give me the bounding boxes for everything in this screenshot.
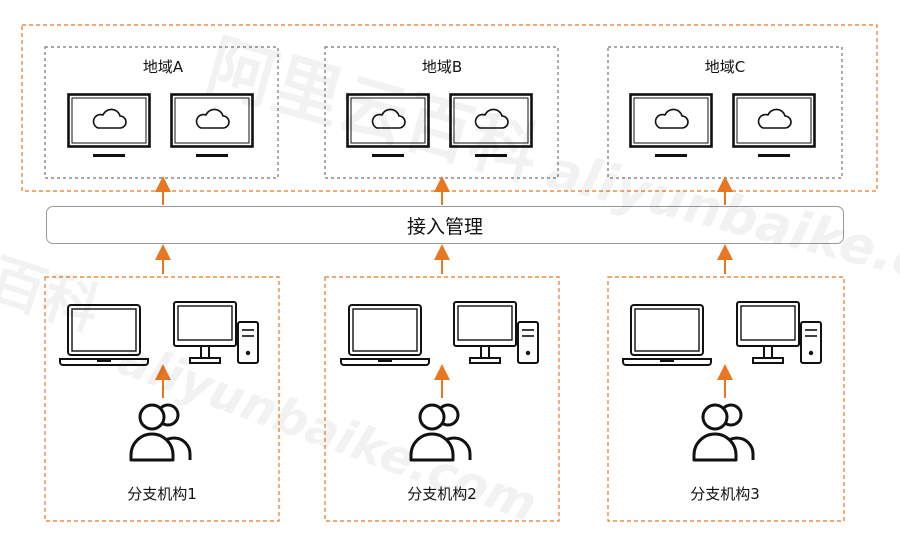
region-b-label: 地域B: [421, 58, 463, 76]
branch-2-label: 分支机构2: [407, 485, 477, 503]
laptop-icon: [622, 304, 712, 366]
monitor-cloud-icon: [449, 93, 533, 159]
monitor-cloud-icon: [732, 93, 816, 159]
users-icon: [129, 403, 192, 462]
branch-3-box: [607, 276, 845, 522]
branch-3-label: 分支机构3: [690, 485, 760, 503]
monitor-cloud-icon: [67, 93, 151, 159]
users-icon: [692, 403, 755, 462]
region-a-label: 地域A: [142, 58, 184, 76]
users-icon: [409, 403, 472, 462]
access-management-label: 接入管理: [406, 215, 483, 238]
branch-1-label: 分支机构1: [127, 485, 197, 503]
access-management-bar: 接入管理: [46, 206, 844, 244]
laptop-icon: [59, 304, 149, 366]
monitor-cloud-icon: [346, 93, 430, 159]
branch-2-box: [324, 276, 560, 522]
monitor-cloud-icon: [170, 93, 254, 159]
monitor-cloud-icon: [629, 93, 713, 159]
cloud-regions-box: [21, 24, 878, 192]
branch-1-box: [44, 276, 280, 522]
desktop-computer-icon: [736, 301, 822, 364]
region-c-label: 地域C: [704, 58, 746, 76]
desktop-computer-icon: [453, 301, 539, 364]
laptop-icon: [340, 304, 430, 366]
desktop-computer-icon: [173, 301, 259, 364]
